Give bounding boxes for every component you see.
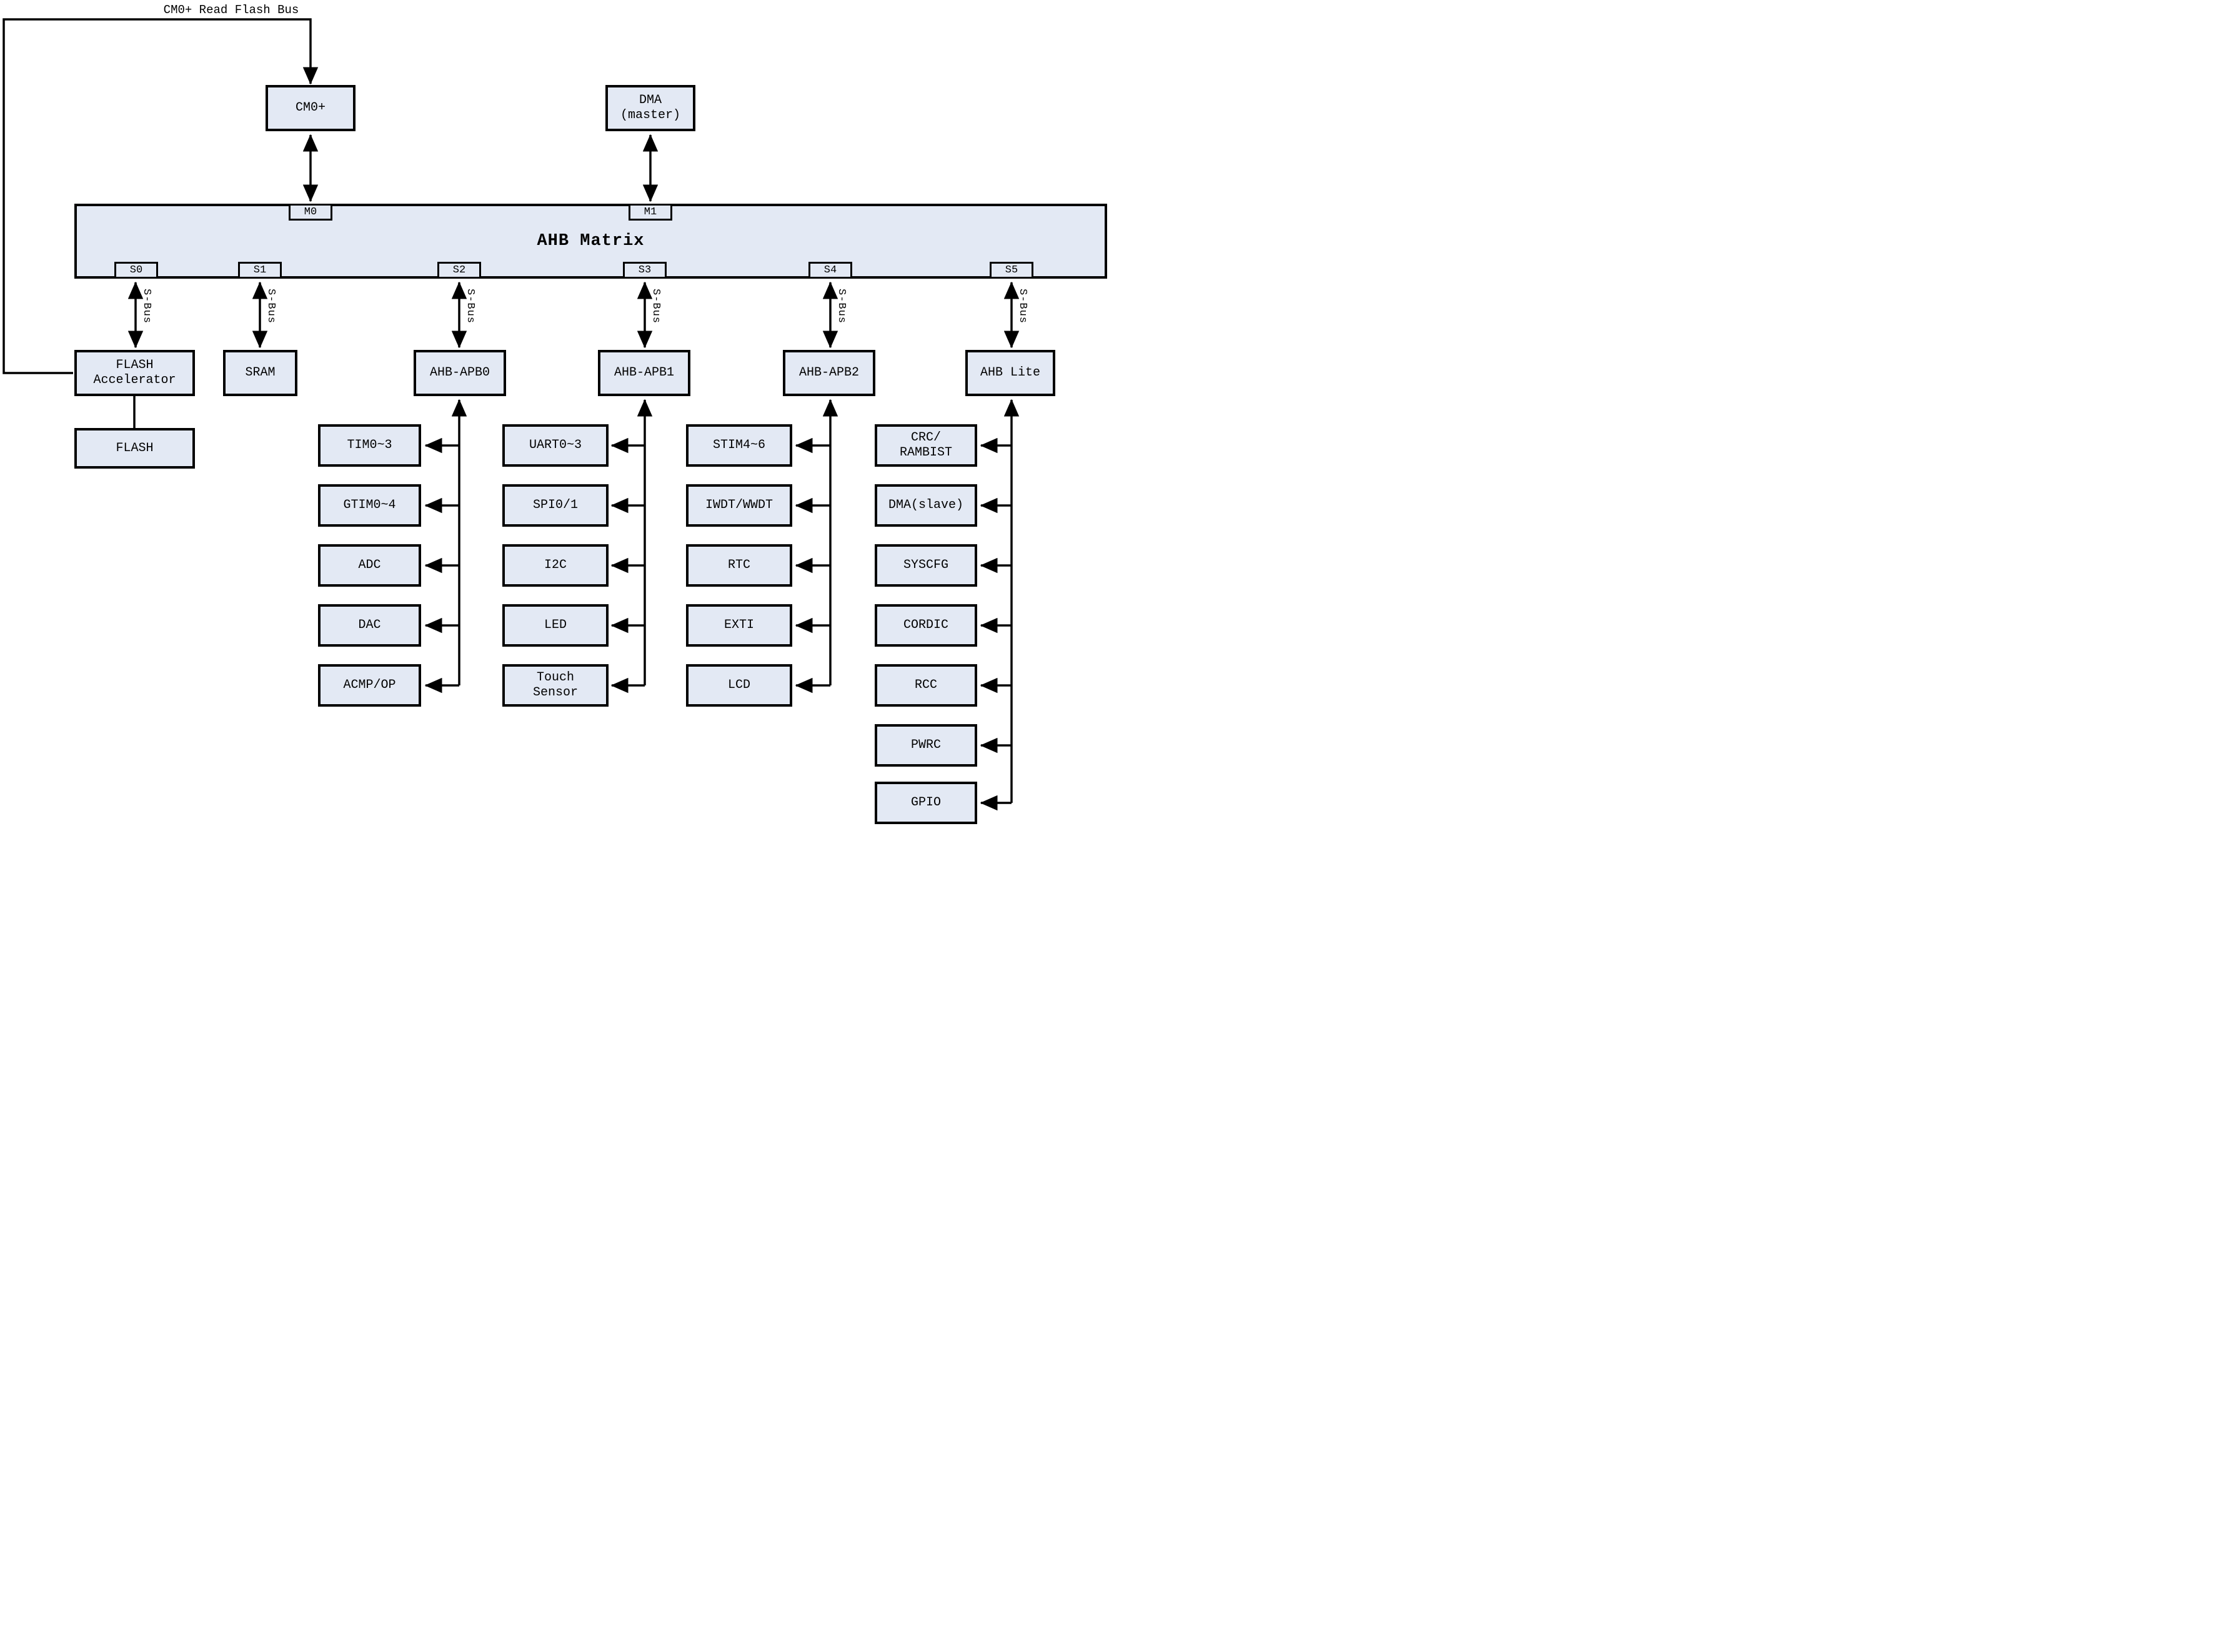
- block-led-label: LED: [544, 618, 567, 632]
- connector-wires: [2, 18, 1020, 811]
- sbus-label-s0: S-Bus: [141, 289, 152, 324]
- block-ahb-apb1-label: AHB-APB1: [614, 366, 674, 380]
- block-rtc: RTC: [686, 544, 792, 587]
- block-gtim0-4: GTIM0~4: [318, 484, 421, 527]
- block-iwdt-wwdt-label: IWDT/WWDT: [705, 498, 773, 512]
- block-dma-master-line1: DMA: [639, 93, 662, 107]
- block-led: LED: [502, 604, 609, 647]
- ahb-matrix: AHB Matrix: [74, 204, 1107, 279]
- cm0-read-flash-bus-label: CM0+ Read Flash Bus: [163, 3, 299, 17]
- block-ahb-apb1: AHB-APB1: [598, 350, 690, 396]
- block-adc-label: ADC: [358, 558, 381, 572]
- block-ahb-apb2: AHB-APB2: [783, 350, 875, 396]
- block-acmp-op: ACMP/OP: [318, 664, 421, 707]
- sbus-label-s3: S-Bus: [650, 289, 662, 324]
- block-ahb-apb0-label: AHB-APB0: [429, 366, 490, 380]
- block-dma-slave: DMA(slave): [875, 484, 977, 527]
- block-pwrc-label: PWRC: [910, 738, 941, 752]
- port-m0: M0: [289, 204, 332, 221]
- block-uart0-3-label: UART0~3: [529, 438, 582, 452]
- block-pwrc: PWRC: [875, 724, 977, 767]
- block-dac: DAC: [318, 604, 421, 647]
- block-exti: EXTI: [686, 604, 792, 647]
- block-tim0-3: TIM0~3: [318, 424, 421, 467]
- sbus-label-s1: S-Bus: [265, 289, 277, 324]
- port-m1: M1: [629, 204, 672, 221]
- block-syscfg-label: SYSCFG: [903, 558, 948, 572]
- block-ahb-lite: AHB Lite: [965, 350, 1055, 396]
- block-crc-rambist-line1: CRC/: [910, 430, 941, 445]
- port-s2-label: S2: [452, 264, 466, 276]
- block-ahb-apb0: AHB-APB0: [414, 350, 506, 396]
- block-rcc-label: RCC: [914, 678, 937, 692]
- port-s3-label: S3: [638, 264, 652, 276]
- block-lcd: LCD: [686, 664, 792, 707]
- block-flash: FLASH: [74, 428, 195, 469]
- cm0-read-flash-bus-wire: [2, 18, 319, 374]
- block-ahb-apb2-label: AHB-APB2: [798, 366, 859, 380]
- port-m1-label: M1: [644, 206, 657, 218]
- block-touch-sensor-line2: Sensor: [532, 685, 578, 700]
- block-syscfg: SYSCFG: [875, 544, 977, 587]
- block-stim4-6: STIM4~6: [686, 424, 792, 467]
- block-flash-accelerator-line1: FLASH: [116, 358, 154, 372]
- port-s4-label: S4: [823, 264, 837, 276]
- block-tim0-3-label: TIM0~3: [347, 438, 392, 452]
- sbus-label-s2: S-Bus: [464, 289, 476, 324]
- apb0-bus: [424, 399, 467, 694]
- port-s0: S0: [114, 262, 158, 279]
- block-spi0-1-label: SPI0/1: [532, 498, 578, 512]
- block-stim4-6-label: STIM4~6: [712, 438, 765, 452]
- block-touch-sensor-line1: Touch: [536, 670, 574, 685]
- block-flash-accelerator-line2: Accelerator: [93, 373, 176, 387]
- ahb-lite-bus: [980, 399, 1020, 811]
- ahb-matrix-title: AHB Matrix: [537, 232, 645, 251]
- block-dma-master: DMA (master): [605, 85, 695, 131]
- port-s5: S5: [990, 262, 1033, 279]
- block-ahb-lite-label: AHB Lite: [980, 366, 1040, 380]
- apb1-bus: [610, 399, 653, 694]
- port-s0-label: S0: [129, 264, 143, 276]
- block-dma-master-line2: (master): [620, 108, 680, 122]
- block-sram: SRAM: [223, 350, 297, 396]
- bus-architecture-diagram: CM0+ Read Flash Bus CM0+ DMA (master) AH…: [0, 0, 1109, 826]
- block-iwdt-wwdt: IWDT/WWDT: [686, 484, 792, 527]
- block-uart0-3: UART0~3: [502, 424, 609, 467]
- port-m0-label: M0: [304, 206, 317, 218]
- block-spi0-1: SPI0/1: [502, 484, 609, 527]
- block-rcc: RCC: [875, 664, 977, 707]
- block-cm0: CM0+: [266, 85, 356, 131]
- port-s1-label: S1: [253, 264, 267, 276]
- block-cordic: CORDIC: [875, 604, 977, 647]
- block-crc-rambist: CRC/ RAMBIST: [875, 424, 977, 467]
- block-i2c: I2C: [502, 544, 609, 587]
- block-cordic-label: CORDIC: [903, 618, 948, 632]
- block-dac-label: DAC: [358, 618, 381, 632]
- port-s4: S4: [808, 262, 852, 279]
- port-s3: S3: [623, 262, 667, 279]
- block-flash-accelerator: FLASH Accelerator: [74, 350, 195, 396]
- port-s1: S1: [238, 262, 282, 279]
- block-acmp-op-label: ACMP/OP: [343, 678, 396, 692]
- block-gpio: GPIO: [875, 782, 977, 824]
- port-s2: S2: [437, 262, 481, 279]
- block-exti-label: EXTI: [724, 618, 754, 632]
- port-s5-label: S5: [1005, 264, 1018, 276]
- block-sram-label: SRAM: [245, 366, 276, 380]
- block-adc: ADC: [318, 544, 421, 587]
- apb2-bus: [795, 399, 838, 694]
- block-i2c-label: I2C: [544, 558, 567, 572]
- block-gtim0-4-label: GTIM0~4: [343, 498, 396, 512]
- block-rtc-label: RTC: [727, 558, 750, 572]
- block-cm0-label: CM0+: [295, 101, 326, 115]
- block-dma-slave-label: DMA(slave): [888, 498, 964, 512]
- block-lcd-label: LCD: [727, 678, 750, 692]
- sbus-label-s4: S-Bus: [835, 289, 847, 324]
- sbus-label-s5: S-Bus: [1017, 289, 1028, 324]
- block-crc-rambist-line2: RAMBIST: [899, 445, 952, 460]
- block-touch-sensor: Touch Sensor: [502, 664, 609, 707]
- block-gpio-label: GPIO: [910, 795, 941, 810]
- block-flash-label: FLASH: [116, 440, 154, 455]
